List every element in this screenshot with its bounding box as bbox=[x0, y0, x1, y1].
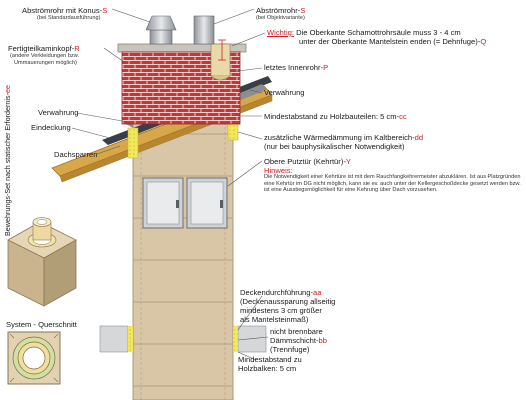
label-wichtig-line2: unter der Oberkante Mantelstein enden (=… bbox=[299, 37, 486, 46]
label-text: Fertigteilkaminkopf- bbox=[8, 44, 75, 53]
outlet-pipe-conus bbox=[145, 15, 177, 45]
label-wichtig: Wichtig: Die Oberkante Schamottrohrsäule… bbox=[267, 28, 461, 37]
label-objektvariante: (bei Objektvariante) bbox=[256, 15, 305, 21]
cleaning-door-right bbox=[186, 177, 228, 229]
label-system-querschnitt: System - Querschnitt bbox=[6, 320, 77, 329]
label-deckendurchfuehrung-l3: mindestens 3 cm größer bbox=[240, 306, 322, 315]
code-s: S bbox=[300, 6, 306, 15]
label-text: Abströmrohr- bbox=[256, 6, 301, 15]
outlet-pipe-object bbox=[193, 15, 215, 45]
cross-section bbox=[7, 331, 61, 385]
code-dd: dd bbox=[414, 133, 424, 142]
label-text: Deckendurchführung- bbox=[240, 288, 314, 297]
system-block bbox=[7, 217, 77, 307]
code-s: S bbox=[102, 6, 108, 15]
label-mindestabstand-bottom-l1: Mindestabstand zu bbox=[238, 355, 302, 364]
label-abstroehrrohr: Abströmrohr-S bbox=[256, 6, 305, 15]
label-kaminkopf-l3: Ummauerungen möglich) bbox=[14, 60, 77, 66]
leader-lines bbox=[71, 8, 269, 361]
cleaning-door-left bbox=[142, 177, 184, 229]
label-standardausfuehrung: (bei Standardausführung) bbox=[37, 15, 101, 21]
label-text: Mindestabstand zu Holzbauteilen: 5 cm- bbox=[264, 112, 400, 121]
code-bb: bb bbox=[318, 336, 327, 345]
label-deckendurchfuehrung: Deckendurchführung-aa bbox=[240, 288, 321, 297]
label-daemmschicht-l2: Dämmschicht-bb bbox=[270, 336, 327, 345]
label-verwahrung-left: Verwahrung bbox=[38, 108, 79, 117]
label-text: unter der Oberkante Mantelstein enden (=… bbox=[299, 37, 481, 46]
label-text: Dämmschicht- bbox=[270, 336, 319, 345]
label-daemmung-l2: (nur bei bauphysikalischer Notwendigkeit… bbox=[264, 142, 405, 151]
label-abstroehrrohr-konus: Abströmrohr mit Konus-S bbox=[22, 6, 107, 15]
label-text: letztes Innenrohr- bbox=[264, 63, 324, 72]
code-p: P bbox=[323, 63, 329, 72]
label-text: Obere Putztür (Kehrtür)- bbox=[264, 157, 346, 166]
label-kaminkopf-l2: (andere Verkleidungen bzw. bbox=[10, 53, 80, 59]
label-dachsparren: Dachsparren bbox=[54, 150, 98, 159]
label-mindestabstand-top: Mindestabstand zu Holzbauteilen: 5 cm-cc bbox=[264, 112, 407, 121]
code-cc: cc bbox=[399, 112, 407, 121]
wichtig-title: Wichtig: bbox=[267, 28, 295, 37]
label-mindestabstand-bottom-l2: Holzbalken: 5 cm bbox=[238, 364, 297, 373]
label-eindeckung: Eindeckung bbox=[31, 123, 71, 132]
code-y: Y bbox=[345, 157, 351, 166]
ceiling-passthrough bbox=[99, 325, 267, 353]
label-text: Abströmrohr mit Konus- bbox=[22, 6, 103, 15]
label-hinweis-title: Hinweis: bbox=[264, 166, 293, 175]
chimney-head bbox=[117, 39, 247, 125]
flashing-right bbox=[233, 84, 266, 103]
code-r: R bbox=[74, 44, 80, 53]
label-hinweis-text: Die Notwendigkeit einer Kehrtüre ist mit… bbox=[264, 174, 521, 194]
label-deckendurchfuehrung-l4: als Mantelsteinmaß) bbox=[240, 315, 309, 324]
label-innenrohr: letztes Innenrohr-P bbox=[264, 63, 328, 72]
label-kaminkopf: Fertigteilkaminkopf-R bbox=[8, 44, 80, 53]
label-daemmung: zusätzliche Wärmedämmung im Kaltbereich-… bbox=[264, 133, 423, 142]
label-text: zusätzliche Wärmedämmung im Kaltbereich- bbox=[264, 133, 415, 142]
label-deckendurchfuehrung-l2: (Deckenaussparung allseitig bbox=[240, 297, 336, 306]
label-verwahrung-right: Verwahrung bbox=[264, 88, 305, 97]
label-bewehrung-vertical: Bewehrungs-Set nach statischer Erfordern… bbox=[3, 85, 12, 236]
label-text: Die Oberkante Schamottrohrsäule muss 3 -… bbox=[294, 28, 461, 37]
code-q: Q bbox=[480, 37, 487, 46]
label-text: Bewehrungs-Set nach statischer Erfordern… bbox=[3, 92, 12, 236]
label-daemmschicht-l1: nicht brennbare bbox=[270, 327, 323, 336]
code-aa: aa bbox=[313, 288, 322, 297]
label-daemmschicht-l3: (Trennfuge) bbox=[270, 345, 310, 354]
label-putztuer: Obere Putztür (Kehrtür)-Y bbox=[264, 157, 351, 166]
insulation-left bbox=[127, 127, 139, 159]
code-ee: ee bbox=[3, 84, 12, 93]
